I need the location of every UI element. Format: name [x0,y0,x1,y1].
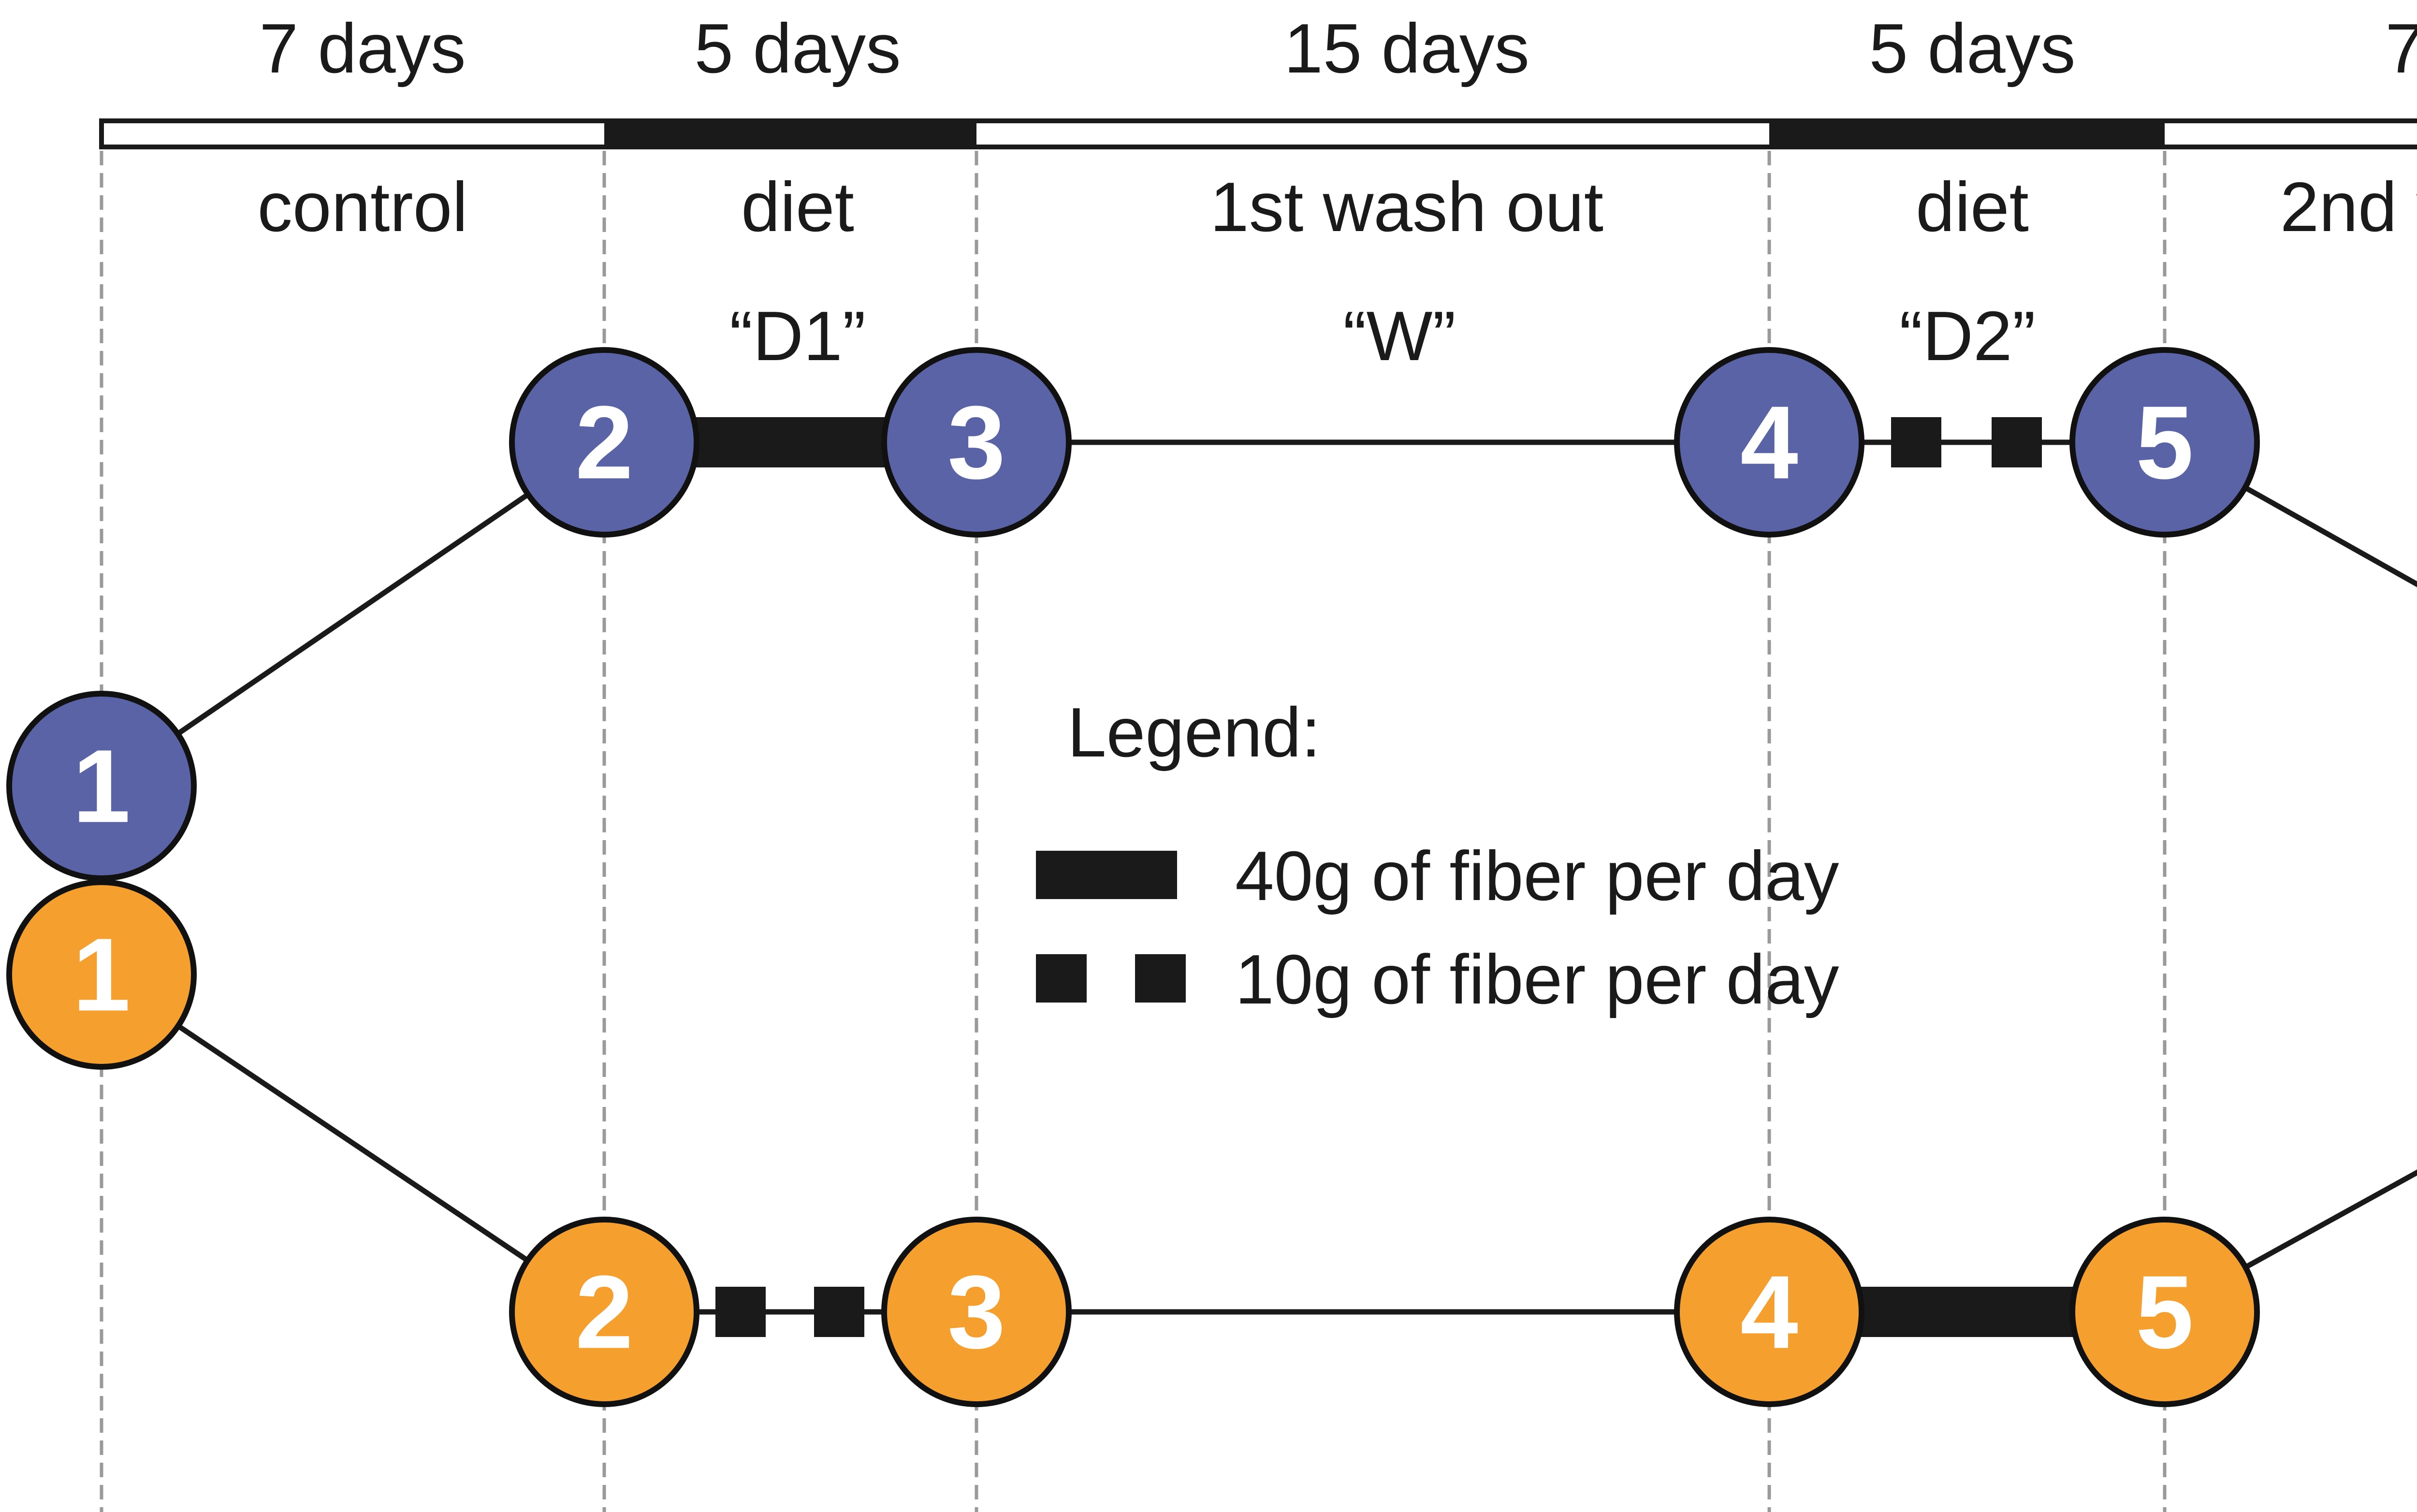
phase-label-washout2: 2nd wash out [2280,168,2417,246]
blue-visit-number-3: 3 [947,384,1005,501]
orange-2-3-10g-square-1 [715,1287,766,1337]
orange-visit-node-5 [2069,1217,2260,1407]
orange-visit-node-3 [881,1217,1072,1407]
edge-orange-5-6 [2163,1169,2417,1314]
blue-4-5-10g-square-1 [1891,417,1941,467]
orange-visit-number-5: 5 [2136,1254,2194,1370]
blue-visit-number-5: 5 [2136,384,2194,501]
legend-10g-square-swatch-2 [1135,954,1186,1003]
orange-visit-node-2 [509,1217,699,1407]
duration-label-washout1: 15 days [1284,9,1529,87]
legend-10g-label: 10g of fiber per day [1235,940,1839,1018]
legend-40g-label: 40g of fiber per day [1235,837,1839,915]
duration-label-diet1: 5 days [694,9,901,87]
duration-label-control: 7 days [259,9,466,87]
orange-visit-number-2: 2 [575,1254,633,1370]
orange-visit-node-1 [6,879,197,1070]
blue-visit-number-2: 2 [575,384,633,501]
legend-10g-square-swatch-1 [1036,954,1087,1003]
duration-label-washout2: 7 days [2385,9,2417,87]
edge-blue-5-6 [2163,440,2417,587]
period-code-w: “W” [1343,297,1456,375]
period-code-d1: “D1” [729,297,866,375]
phase-label-diet1: diet [741,168,854,246]
legend-title: Legend: [1067,693,1321,771]
blue-visit-number-4: 4 [1740,384,1798,501]
orange-visit-number-3: 3 [947,1254,1005,1370]
orange-visit-number-1: 1 [73,916,131,1033]
orange-2-3-10g-square-2 [814,1287,864,1337]
orange-visit-number-4: 4 [1740,1254,1798,1370]
phase-label-control: control [257,168,467,246]
blue-visit-node-1 [6,691,197,881]
timeline-diet-segment-2 [1769,118,2165,149]
edge-blue-1-2 [100,440,606,788]
blue-visit-node-3 [881,347,1072,538]
legend-40g-bar-swatch [1036,851,1177,899]
timeline-diet-segment-1 [604,118,976,149]
duration-label-diet2: 5 days [1869,9,2075,87]
phase-label-diet2: diet [1916,168,2029,246]
blue-visit-number-1: 1 [73,728,131,844]
blue-4-5-10g-square-2 [1992,417,2042,467]
blue-visit-node-2 [509,347,699,538]
phase-label-washout1: 1st wash out [1210,168,1603,246]
period-code-d2: “D2” [1899,297,2036,375]
blue-visit-node-5 [2069,347,2260,538]
edge-orange-1-2 [100,972,606,1314]
orange-visit-node-4 [1674,1217,1864,1407]
blue-visit-node-4 [1674,347,1864,538]
